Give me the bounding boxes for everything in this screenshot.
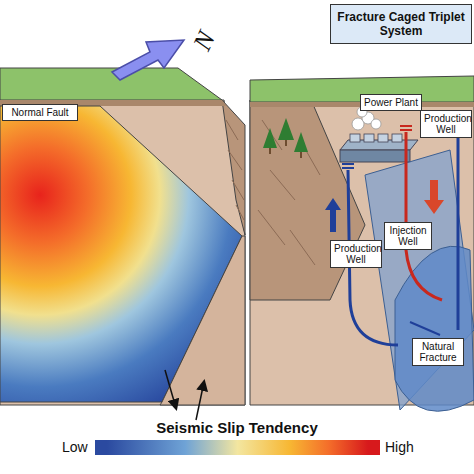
well-label: Injection Well xyxy=(384,222,432,250)
node-text: Production Well xyxy=(334,243,378,265)
title-box: Fracture Caged Triplet System xyxy=(330,4,472,44)
legend-text: Low xyxy=(62,439,88,455)
legend-text: High xyxy=(385,439,414,455)
node-text: Production Well xyxy=(424,113,468,135)
north-letter: N xyxy=(187,27,222,55)
well-label: Production Well xyxy=(420,110,472,138)
node-text: Injection Well xyxy=(388,225,428,247)
node-text: Natural Fracture xyxy=(416,341,460,363)
fault-label: Normal Fault xyxy=(2,104,78,121)
legend-swatch xyxy=(95,440,107,455)
legend-heading: Seismic Slip Tendency xyxy=(156,419,317,436)
node-text: Fracture Caged Triplet System xyxy=(335,10,467,38)
legend-swatch xyxy=(368,440,380,455)
well-label: Production Well xyxy=(330,240,382,268)
node-text: Normal Fault xyxy=(6,107,74,118)
node-text: Power Plant xyxy=(364,97,418,108)
fracture-label: Natural Fracture xyxy=(412,338,464,366)
plant-label: Power Plant xyxy=(360,94,422,111)
